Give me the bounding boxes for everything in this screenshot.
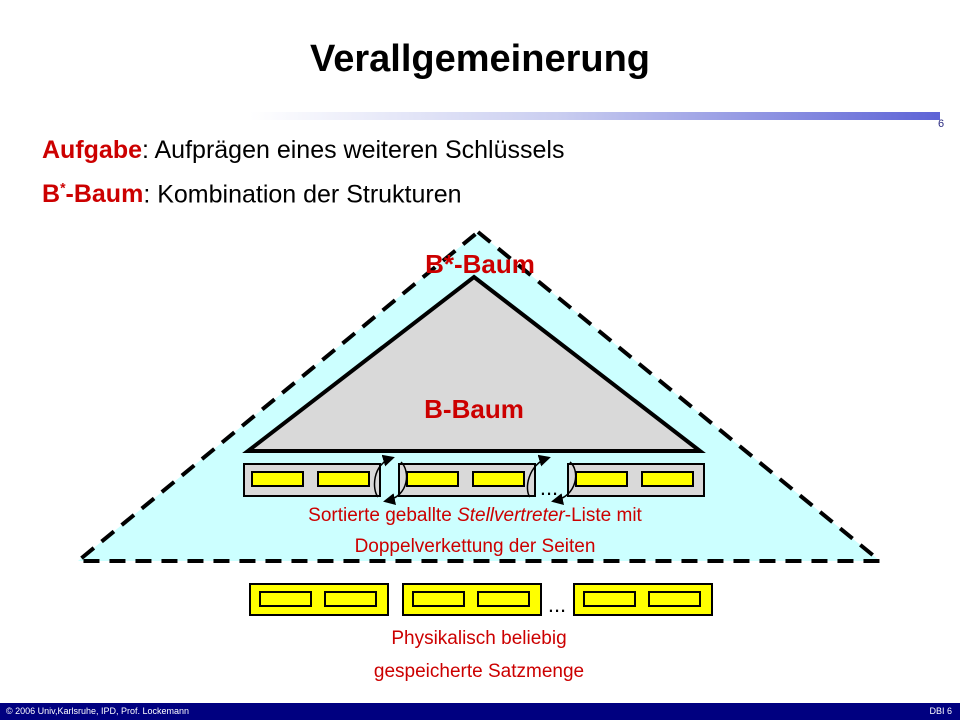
- footer-slide-id: DBI 6: [929, 706, 952, 716]
- record-pages-ellipsis: ...: [548, 592, 566, 617]
- bullet-task: Aufgabe: Aufprägen eines weiteren Schlüs…: [42, 136, 564, 165]
- bullet-task-text: : Aufprägen eines weiteren Schlüssels: [142, 136, 565, 164]
- record-pages: [249, 583, 713, 616]
- title-rule: [250, 112, 940, 120]
- bullet-bstar-tree: B*-Baum: Kombination der Strukturen: [42, 180, 462, 209]
- footer-copyright: © 2006 Univ,Karlsruhe, IPD, Prof. Lockem…: [6, 706, 190, 716]
- proxy-list-pages: [243, 463, 705, 497]
- btree-label: B-Baum: [424, 394, 524, 424]
- records-caption-line1: Physikalisch beliebig: [391, 628, 566, 649]
- bullet-task-key: Aufgabe: [42, 136, 142, 164]
- double-link-arrows: [373, 454, 577, 506]
- btree-triangle: [242, 274, 706, 453]
- slide-number: 6: [938, 118, 945, 130]
- footer-bar: © 2006 Univ,Karlsruhe, IPD, Prof. Lockem…: [0, 703, 960, 720]
- proxy-list-ellipsis: ...: [540, 475, 558, 500]
- proxy-list-caption-line1: Sortierte geballte Stellvertreter-Liste …: [308, 505, 642, 526]
- slide-title: Verallgemeinerung: [309, 38, 650, 80]
- bstar-tree-label: B*-Baum: [425, 249, 535, 279]
- proxy-list-caption-line2: Doppelverkettung der Seiten: [355, 536, 596, 557]
- records-caption-line2: gespeicherte Satzmenge: [374, 661, 584, 682]
- bullet-bstar-text: : Kombination der Strukturen: [143, 180, 462, 209]
- bullet-bstar-key: B*-Baum: [42, 180, 144, 209]
